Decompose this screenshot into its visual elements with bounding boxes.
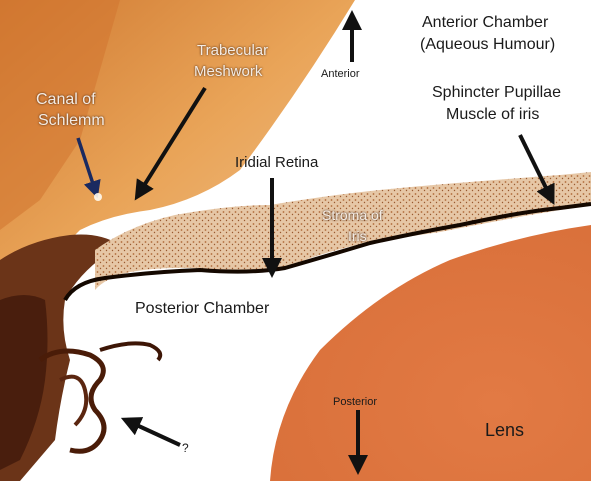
label-meshwork: Meshwork: [194, 63, 262, 80]
label-canal-of: Canal of: [36, 91, 96, 109]
label-trabecular: Trabecular: [197, 42, 268, 59]
label-anterior: Anterior: [321, 68, 360, 81]
label-question-mark: ?: [182, 442, 189, 456]
label-aqueous-humour: (Aqueous Humour): [420, 36, 555, 54]
label-muscle-of-iris: Muscle of iris: [446, 106, 539, 124]
label-iridial-retina: Iridial Retina: [235, 154, 318, 171]
label-schlemm: Schlemm: [38, 112, 105, 130]
label-sphincter-pupillae: Sphincter Pupillae: [432, 84, 561, 102]
label-lens: Lens: [485, 420, 524, 441]
label-anterior-chamber: Anterior Chamber: [422, 14, 548, 32]
label-stroma-of: Stroma of: [322, 207, 383, 223]
label-posterior: Posterior: [333, 396, 377, 409]
label-posterior-chamber: Posterior Chamber: [135, 300, 269, 318]
label-iris: Iris: [348, 228, 367, 244]
